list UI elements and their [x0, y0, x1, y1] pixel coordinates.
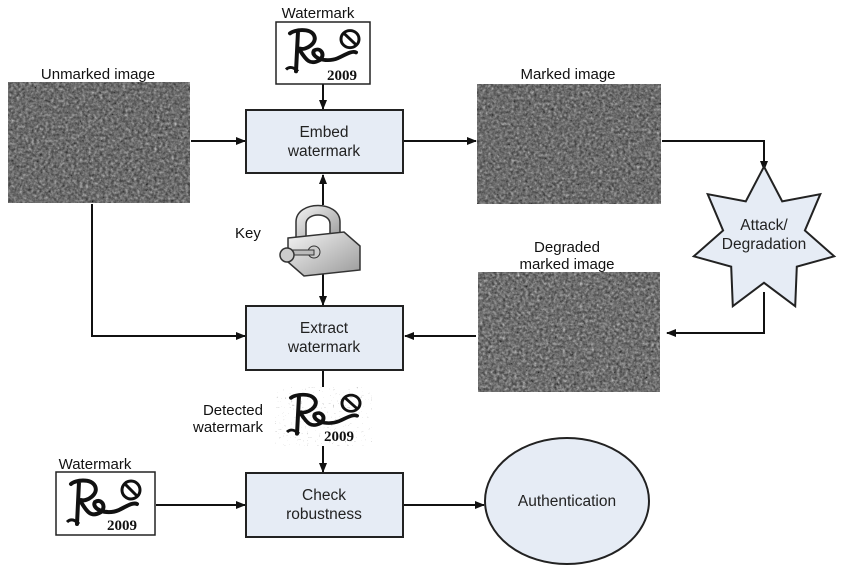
extract-line1: Extract	[300, 320, 349, 337]
detected-label-line1: Detected	[203, 402, 263, 419]
authentication-label: Authentication	[518, 493, 616, 510]
embed-line2: watermark	[287, 143, 361, 160]
attack-line2: Degradation	[722, 236, 806, 253]
unmarked-image	[8, 82, 190, 203]
check-robustness-box: Check robustness	[245, 472, 404, 538]
degraded-label-line2: marked image	[519, 256, 614, 273]
watermark-top-image: 2009	[275, 21, 371, 85]
detected-watermark-year: 2009	[324, 429, 354, 445]
unmarked-image-label: Unmarked image	[41, 66, 155, 83]
marked-image	[477, 84, 661, 204]
arrow-marked-to-attack	[662, 140, 768, 171]
extract-line2: watermark	[287, 339, 361, 356]
arrow-unmarked-to-extract	[91, 204, 246, 340]
embed-line1: Embed	[299, 124, 348, 141]
watermark-bottom-year: 2009	[107, 518, 137, 534]
attack-line1: Attack/	[740, 217, 788, 234]
padlock-key-icon	[279, 204, 361, 277]
check-line2: robustness	[286, 506, 362, 523]
extract-watermark-box: Extract watermark	[245, 305, 404, 371]
degraded-marked-image	[478, 272, 660, 392]
attack-degradation-star: Attack/ Degradation	[691, 164, 837, 309]
authentication-ellipse: Authentication	[484, 437, 650, 565]
degraded-label-line1: Degraded	[534, 239, 600, 256]
embed-watermark-box: Embed watermark	[245, 109, 404, 174]
arrow-attack-to-degraded	[666, 292, 765, 337]
detected-label-line2: watermark	[192, 419, 264, 436]
watermark-bottom-label: Watermark	[59, 456, 132, 473]
detected-watermark-image: 2009	[275, 387, 372, 446]
watermark-top-year: 2009	[327, 68, 357, 84]
connectors	[91, 84, 768, 509]
watermark-bottom-image: 2009	[55, 471, 156, 536]
check-line1: Check	[302, 487, 346, 504]
key-label: Key	[235, 225, 261, 242]
marked-image-label: Marked image	[520, 66, 615, 83]
watermark-top-label: Watermark	[282, 5, 355, 22]
